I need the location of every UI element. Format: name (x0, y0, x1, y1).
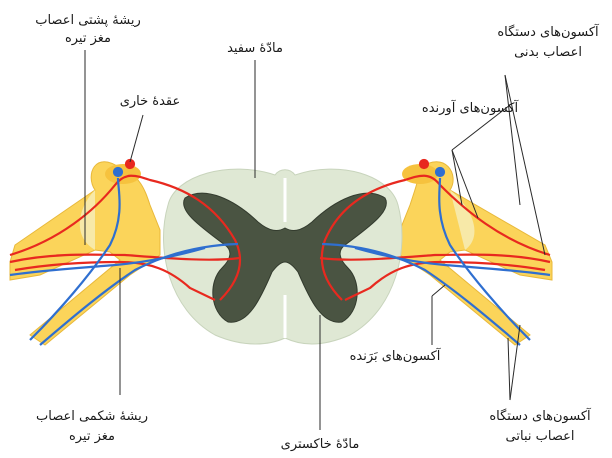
label-dorsal-root-line2: مغز تیره (65, 31, 111, 46)
label-efferent-axons: آکسون‌های بَرَنده (350, 347, 442, 364)
label-afferent-axons: آکسون‌های آورنده (422, 99, 520, 116)
label-somatic-axons-line2: اعصاب بدنی (514, 45, 582, 60)
label-dorsal-ganglion: عقدهٔ خاری (120, 94, 181, 109)
label-somatic-axons-line1: آکسون‌های دستگاه (497, 23, 600, 40)
right-spinal-nerve (400, 162, 552, 345)
label-ventral-root-line2: مغز تیره (69, 429, 115, 444)
label-autonomic-axons-line2: اعصاب نباتی (506, 429, 575, 444)
label-autonomic-axons-line1: آکسون‌های دستگاه (489, 407, 592, 424)
label-dorsal-root-line1: ریشهٔ پشتی اعصاب (35, 13, 141, 28)
label-ventral-root-line1: ریشهٔ شکمی اعصاب (36, 409, 148, 424)
label-gray-matter: مادّهٔ خاکستری (281, 437, 360, 452)
label-white-matter: مادّهٔ سفید (227, 41, 283, 56)
left-ganglion (105, 164, 141, 184)
